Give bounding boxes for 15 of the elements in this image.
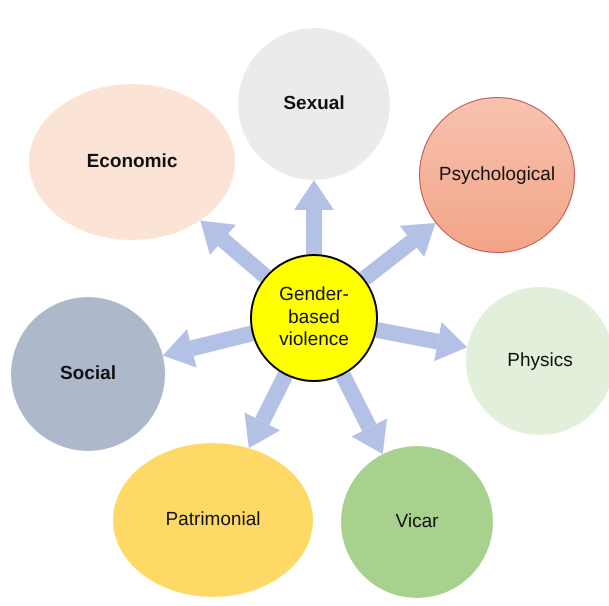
node-label: Psychological (438, 164, 556, 186)
block-arrow (162, 326, 254, 368)
block-arrow (244, 372, 293, 448)
node-label: Patrimonial (165, 508, 261, 532)
block-arrow (359, 223, 436, 285)
node-label: Physics (507, 350, 573, 372)
block-arrow (294, 180, 334, 254)
node-label: Sexual (283, 92, 345, 116)
block-arrow (336, 372, 388, 454)
node-label: Gender-based violence (278, 284, 350, 352)
node-label: Economic (86, 150, 178, 174)
block-arrow (375, 322, 468, 362)
node-label: Social (60, 362, 116, 386)
node-label: Vicar (396, 510, 438, 534)
block-arrow (200, 220, 271, 282)
